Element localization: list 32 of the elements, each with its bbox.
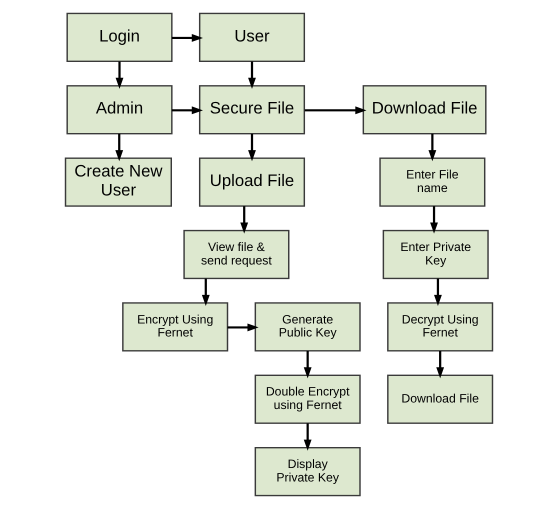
node-box: Decrypt Using Fernet (387, 302, 494, 352)
node-box: Download File (387, 374, 494, 424)
arrow (428, 133, 436, 161)
node-box: Enter File name (379, 156, 486, 206)
node-box: User (198, 12, 306, 62)
node-box: Enter Private Key (382, 229, 489, 279)
arrow (228, 323, 259, 331)
node-box: Double Encrypt using Fernet (254, 374, 361, 424)
node-box: Create New User (64, 156, 172, 206)
arrow (172, 106, 203, 114)
arrow (115, 133, 124, 161)
node-box: Upload File (198, 156, 306, 206)
arrow (436, 350, 444, 378)
node-box: Download File (362, 84, 487, 134)
arrow (248, 60, 256, 88)
arrow (434, 278, 442, 306)
arrow (240, 206, 248, 234)
arrow (430, 206, 438, 234)
node-box: Admin (66, 84, 173, 134)
arrow (116, 60, 124, 88)
node-box: Display Private Key (254, 446, 361, 496)
node-box: Secure File (198, 84, 306, 134)
arrow (304, 422, 312, 450)
node-box: Generate Public Key (254, 302, 361, 352)
arrow (304, 106, 366, 114)
node-box: Login (66, 12, 173, 62)
arrow (304, 350, 312, 378)
node-box: Encrypt Using Fernet (122, 302, 228, 352)
arrow (172, 34, 203, 42)
node-box: View file & send request (183, 229, 290, 279)
arrow (248, 133, 256, 161)
arrow (202, 278, 210, 306)
